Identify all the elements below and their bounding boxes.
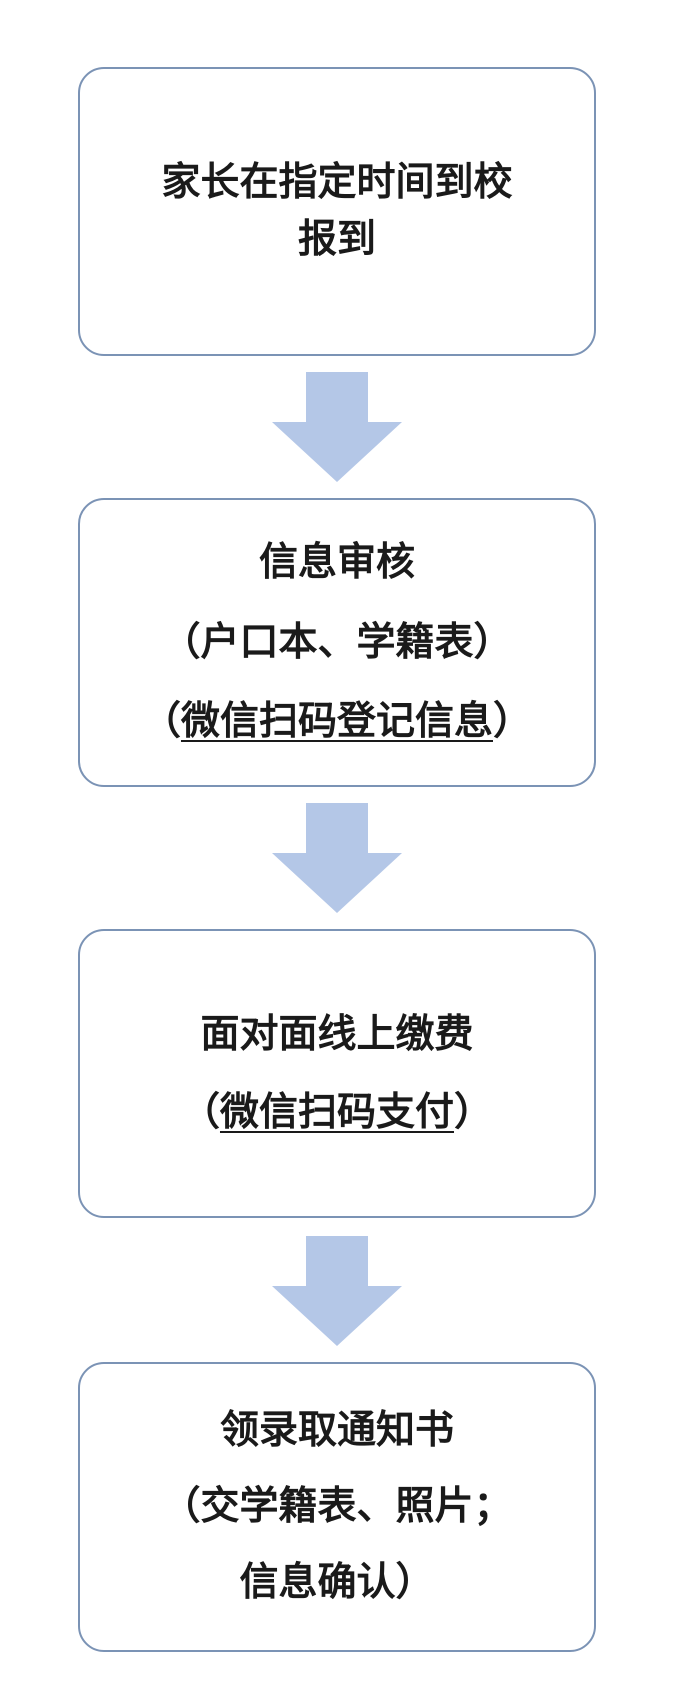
step-2-note: （户口本、学籍表） [161,619,513,665]
step-1-line-2: 报到 [297,216,376,262]
step-2-box: 信息审核 （户口本、学籍表） （微信扫码登记信息） [78,498,596,787]
step-2-link-line: （微信扫码登记信息） [142,682,532,762]
step-4-note-line-2: 信息确认） [239,1560,435,1606]
down-arrow-icon [272,1236,402,1346]
down-arrow-icon [272,803,402,913]
step-3-link-line: （微信扫码支付） [181,1074,493,1152]
step-2-link-close: ） [493,699,533,745]
step-3-link-close: ） [454,1089,494,1135]
step-4-box: 领录取通知书 （交学籍表、照片； 信息确认） [78,1362,596,1652]
step-3-link-text: 微信扫码支付 [219,1089,454,1135]
step-3-title: 面对面线上缴费 [200,1011,474,1057]
step-3-box: 面对面线上缴费 （微信扫码支付） [78,929,596,1218]
step-1-box: 家长在指定时间到校 报到 [78,67,596,356]
step-3-link-open: （ [180,1089,220,1135]
step-4-title: 领录取通知书 [219,1407,454,1453]
down-arrow-icon [272,372,402,482]
step-4-note-line-1: （交学籍表、照片； [161,1483,513,1529]
step-2-link-text: 微信扫码登记信息 [180,699,493,745]
step-2-title: 信息审核 [258,539,415,585]
step-2-link-open: （ [141,699,181,745]
step-1-line-1: 家长在指定时间到校 [161,159,513,205]
